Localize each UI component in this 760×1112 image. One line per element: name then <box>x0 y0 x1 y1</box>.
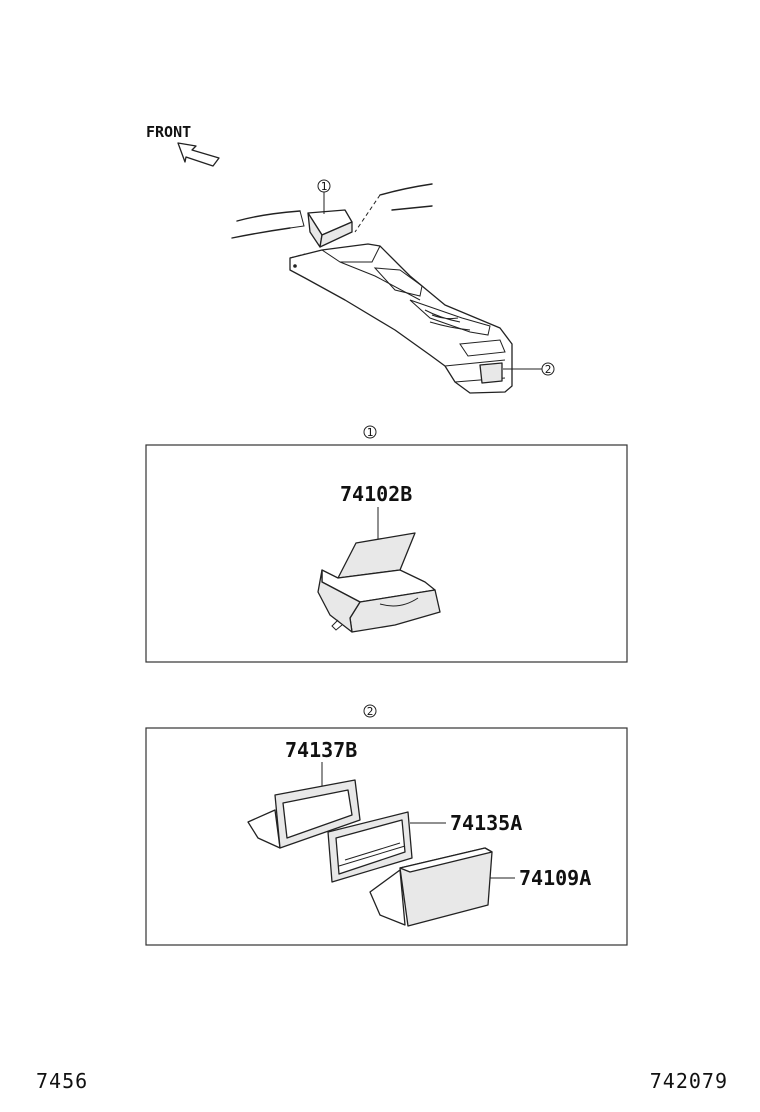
part-74102B-drawing <box>317 532 441 633</box>
detail-2-frame <box>145 727 628 946</box>
dash-edge-lower <box>231 227 291 239</box>
dash-edge-fold <box>289 210 305 229</box>
part-74109A-drawing <box>369 847 493 927</box>
tray-side-face <box>317 569 361 633</box>
console-screw-icon <box>293 264 297 268</box>
box-tail <box>369 869 406 926</box>
overview-illustration: FRONT 1 2 <box>146 123 555 394</box>
tray-1-front <box>319 221 353 248</box>
console-shift-area <box>409 299 491 336</box>
part-label-74137B: 74137B <box>285 738 357 762</box>
console-top-edge <box>321 245 381 263</box>
part-label-74102B: 74102B <box>340 482 412 506</box>
box-rim <box>399 847 493 873</box>
detail-2-marker-circle <box>363 704 377 718</box>
detail-2-section: 2 74137B 74135A 74109A <box>145 704 628 946</box>
tray-pivot-pin <box>331 619 343 631</box>
dash-edge-right <box>379 183 433 196</box>
front-arrow-icon <box>177 142 220 167</box>
callout-2-label: 2 <box>545 363 552 376</box>
footer-right-code: 742079 <box>650 1069 728 1093</box>
part-label-74109A: 74109A <box>519 866 591 890</box>
inner-frame-opening <box>335 819 406 875</box>
footer-left-code: 7456 <box>36 1069 88 1093</box>
dash-edge-right-lower <box>391 205 433 211</box>
tray-finger-pull <box>379 597 419 607</box>
console-rear-cup <box>459 339 506 357</box>
part-label-74135A: 74135A <box>450 811 522 835</box>
console-dash-link <box>289 253 306 259</box>
dash-edge-upper <box>236 210 301 222</box>
console-cup-slot <box>373 267 423 297</box>
callout-1-label: 1 <box>321 180 328 193</box>
detail-1-frame <box>145 444 628 663</box>
dash-edge-dashed <box>354 194 381 233</box>
part-74137B-drawing <box>247 779 361 849</box>
tray-2-in-console <box>479 362 503 384</box>
bezel-tail <box>247 809 281 849</box>
inner-frame-slats <box>338 842 406 867</box>
detail-1-marker-circle <box>363 425 377 439</box>
part-74135A-drawing <box>327 811 413 883</box>
detail-1-section: 1 74102B <box>145 425 628 663</box>
front-label: FRONT <box>146 123 191 141</box>
console-shift-lines <box>424 309 471 331</box>
console-body <box>289 243 513 394</box>
detail-2-marker-label: 2 <box>367 705 374 718</box>
detail-1-marker-label: 1 <box>367 426 374 439</box>
bezel-opening <box>282 789 353 839</box>
